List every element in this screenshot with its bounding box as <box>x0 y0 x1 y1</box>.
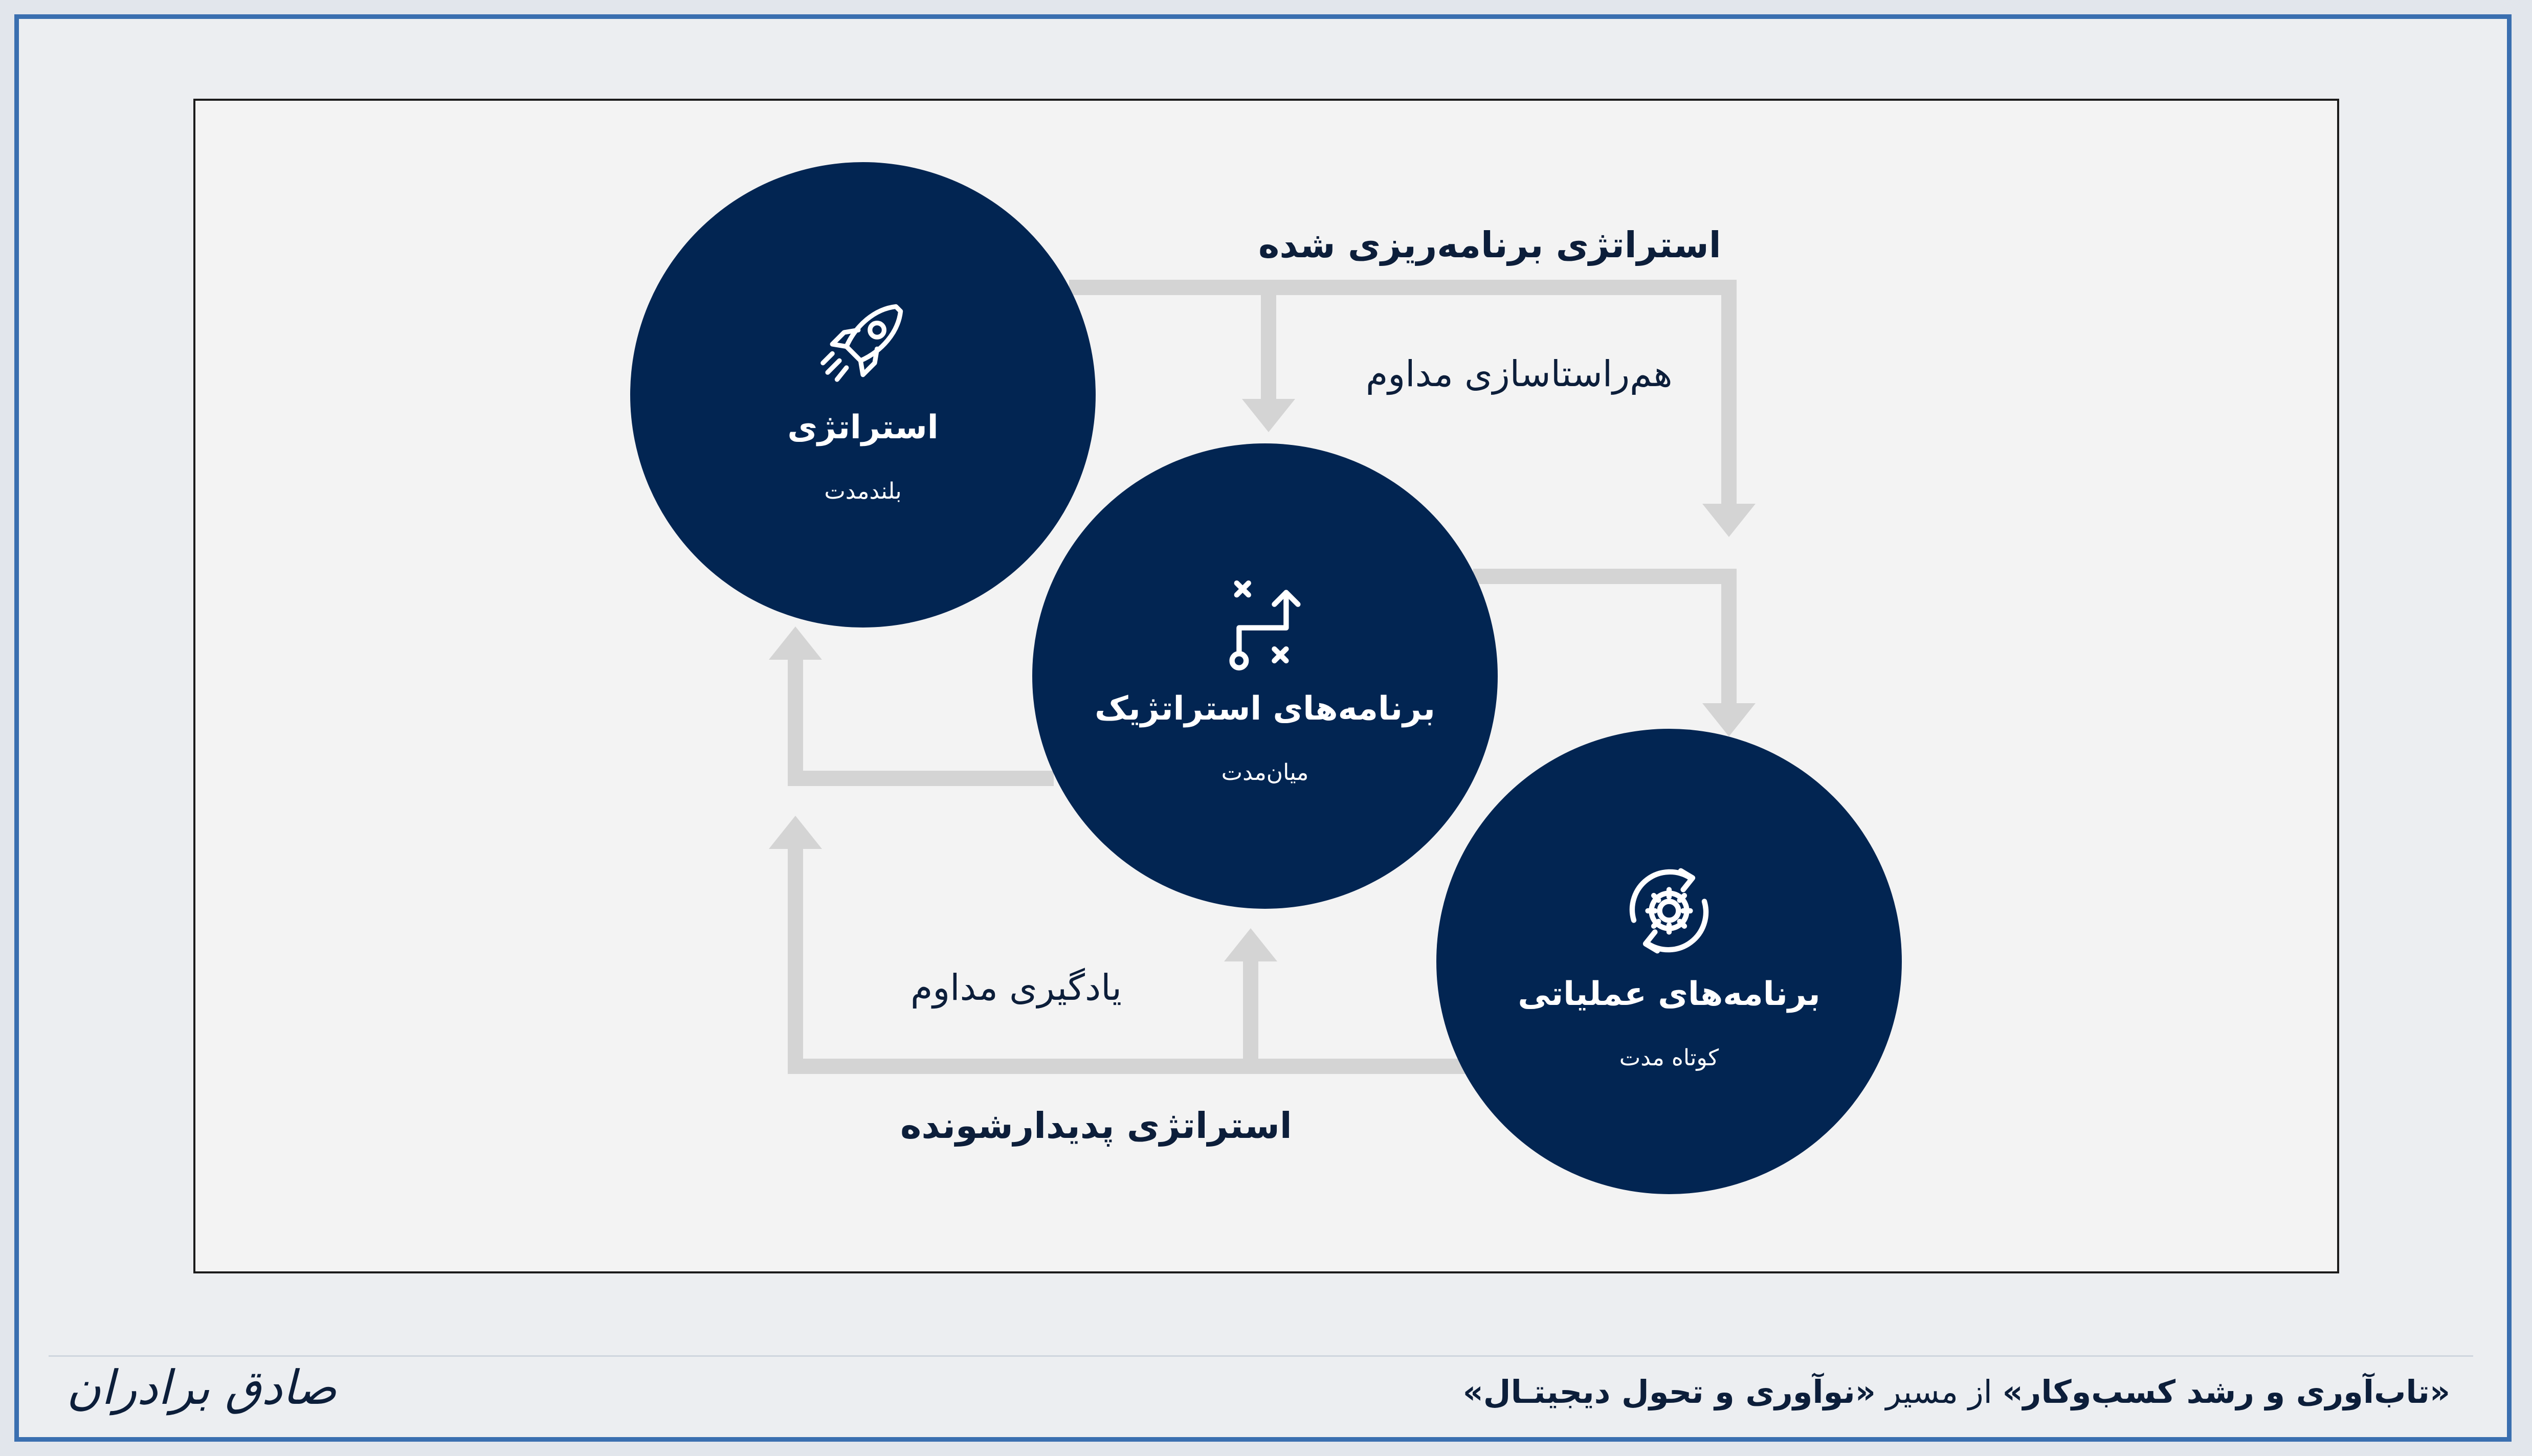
node-strategic-plans: برنامه‌های استراتژیک میان‌مدت <box>1032 443 1498 909</box>
node-operational-plans-subtitle: کوتاه مدت <box>1619 1044 1719 1071</box>
node-operational-plans-title: برنامه‌های عملیاتی <box>1518 975 1820 1014</box>
node-strategy-subtitle: بلندمدت <box>824 478 902 504</box>
footer-divider <box>49 1355 2473 1357</box>
arrow-head-top-branch <box>1242 399 1295 432</box>
node-operational-plans: برنامه‌های عملیاتی کوتاه مدت <box>1436 729 1902 1194</box>
flow-line-mid-left <box>788 660 1054 786</box>
footer-title: «تاب‌آوری و رشد کسب‌وکار» از مسیر «نوآور… <box>1463 1373 2450 1410</box>
footer-title-part-2: «نوآوری و تحول دیجیتـال» <box>1462 1373 1876 1410</box>
arrow-head-top-right <box>1702 504 1756 537</box>
node-strategy-title: استراتژی <box>787 409 939 447</box>
flow-line-mid-right <box>1473 569 1737 708</box>
label-planned-strategy: استراتژی برنامه‌ریزی شده <box>1258 224 1721 266</box>
arrow-head-bottom-left <box>769 816 822 849</box>
arrow-head-bottom-branch <box>1224 928 1277 961</box>
footer-title-part-1: «تاب‌آوری و رشد کسب‌وکار» <box>2002 1373 2450 1410</box>
arrow-head-mid-left <box>769 626 822 660</box>
label-emergent-strategy: استراتژی پدیدارشونده <box>900 1105 1292 1147</box>
label-continuous-learning: یادگیری مداوم <box>910 967 1122 1009</box>
label-continuous-alignment: هم‌راستاسازی مداوم <box>1366 353 1673 395</box>
strategy-path-icon <box>1229 580 1301 671</box>
footer-title-connector: از مسیر <box>1875 1373 2003 1410</box>
node-strategic-plans-title: برنامه‌های استراتژیک <box>1095 690 1435 728</box>
gear-refresh-icon <box>1629 868 1709 954</box>
node-strategy: استراتژی بلندمدت <box>630 162 1096 628</box>
arrow-head-mid-right <box>1702 703 1756 736</box>
flow-line-top <box>1069 280 1737 504</box>
rocket-icon <box>820 304 903 382</box>
node-strategic-plans-subtitle: میان‌مدت <box>1221 759 1309 786</box>
author-signature: صادق برادران <box>66 1360 337 1415</box>
